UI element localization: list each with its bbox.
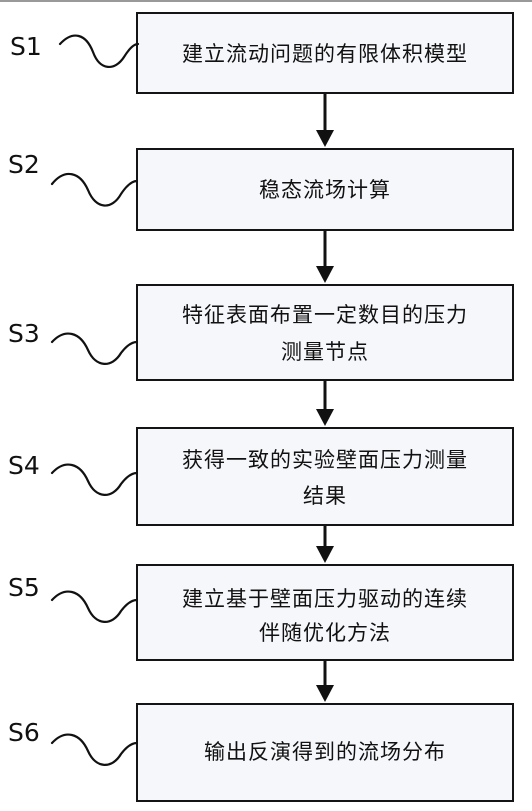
step-1-label: S1 [10, 32, 42, 61]
step-1-text-line-1: 建立流动问题的有限体积模型 [182, 42, 468, 66]
step-1: 建立流动问题的有限体积模型 S1 [10, 12, 514, 94]
step-4-text-line-1: 获得一致的实验壁面压力测量 [182, 448, 468, 472]
step-2-box [136, 148, 514, 231]
step-4-leader [50, 463, 139, 496]
step-6-leader [50, 733, 139, 766]
step-6-label: S6 [8, 718, 40, 747]
step-4-box [136, 427, 514, 526]
step-3-text-line-1: 特征表面布置一定数目的压力 [182, 303, 468, 327]
step-3-leader [50, 332, 139, 365]
step-2-text-line-1: 稳态流场计算 [259, 178, 391, 202]
step-5-text-line-2: 伴随优化方法 [259, 621, 391, 645]
step-5-leader [50, 590, 139, 623]
arrow-2 [316, 230, 334, 283]
step-5-label: S5 [8, 573, 40, 602]
step-4-label: S4 [8, 451, 40, 480]
step-6-text-line-1: 输出反演得到的流场分布 [204, 740, 446, 764]
step-3: 特征表面布置一定数目的压力 测量节点 S3 [8, 284, 514, 381]
step-2-label: S2 [8, 150, 40, 179]
step-5-text-line-1: 建立基于壁面压力驱动的连续 [182, 587, 468, 611]
arrow-5 [316, 660, 334, 702]
step-1-box [136, 12, 514, 94]
arrow-1 [316, 93, 334, 147]
step-6-box [136, 703, 514, 802]
step-3-label: S3 [8, 319, 40, 348]
step-3-box [136, 284, 514, 381]
step-4: 获得一致的实验壁面压力测量 结果 S4 [8, 427, 514, 526]
step-2: 稳态流场计算 S2 [8, 148, 514, 231]
step-2-leader [50, 173, 139, 207]
step-5: 建立基于壁面压力驱动的连续 伴随优化方法 S5 [8, 564, 514, 661]
step-4-text-line-2: 结果 [303, 484, 347, 508]
step-6: 输出反演得到的流场分布 S6 [8, 703, 514, 802]
arrow-4 [316, 525, 334, 563]
step-5-box [136, 564, 514, 661]
step-1-leader [58, 34, 140, 68]
step-3-text-line-2: 测量节点 [281, 340, 369, 364]
arrow-3 [316, 380, 334, 426]
